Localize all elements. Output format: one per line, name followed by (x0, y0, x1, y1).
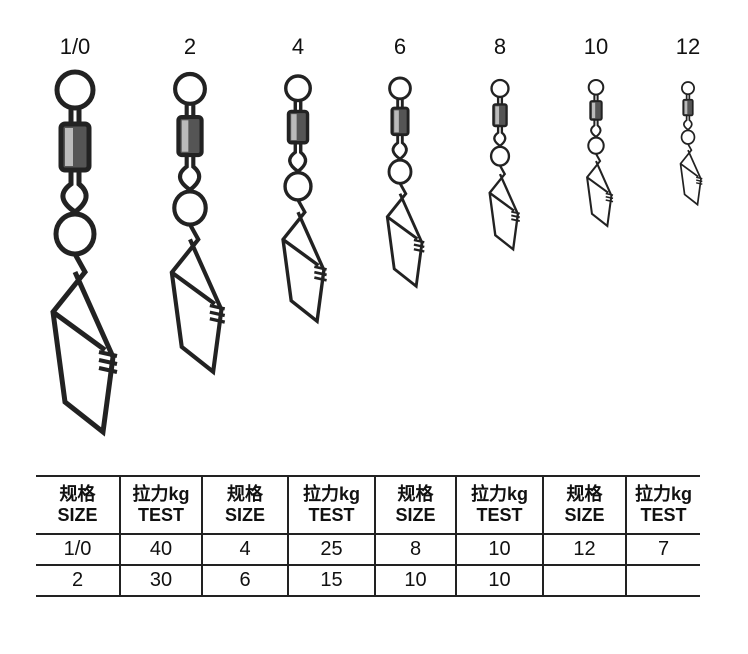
table-cell: 10 (455, 564, 544, 597)
table-cell: 2 (36, 564, 121, 597)
table-cell: 15 (287, 564, 376, 597)
table-cell: 4 (201, 533, 289, 566)
table-cell (625, 564, 700, 597)
size-label: 12 (675, 34, 701, 59)
table-cell: 40 (119, 533, 203, 566)
swivel-snap-icon (586, 78, 614, 228)
table-cell: 7 (625, 533, 700, 566)
swivel-snap-icon (385, 76, 425, 289)
table-cell (542, 564, 627, 597)
table-cell: 6 (201, 564, 289, 597)
size-label: 1/0 (59, 34, 91, 59)
table-row: 1/0 40 4 25 8 10 12 7 (36, 533, 700, 566)
size-label: 6 (393, 34, 407, 59)
table-cell: 25 (287, 533, 376, 566)
size-label: 2 (183, 34, 197, 59)
swivel-illustrations (50, 69, 703, 437)
size-label: 8 (493, 34, 507, 59)
swivel-snap-icon (281, 74, 327, 325)
table-cell: 10 (455, 533, 544, 566)
swivel-snap-icon (679, 81, 703, 207)
swivel-snap-icon (169, 71, 226, 376)
size-label: 4 (291, 34, 305, 59)
table-cell: 8 (374, 533, 457, 566)
size-label: 10 (583, 34, 609, 59)
table-cell: 10 (374, 564, 457, 597)
table-cell: 1/0 (36, 533, 121, 566)
swivel-snap-icon (488, 78, 520, 252)
table-row: 2 30 6 15 10 10 (36, 564, 700, 597)
swivel-snap-icon (50, 69, 118, 437)
table-cell: 30 (119, 564, 203, 597)
table-cell: 12 (542, 533, 627, 566)
